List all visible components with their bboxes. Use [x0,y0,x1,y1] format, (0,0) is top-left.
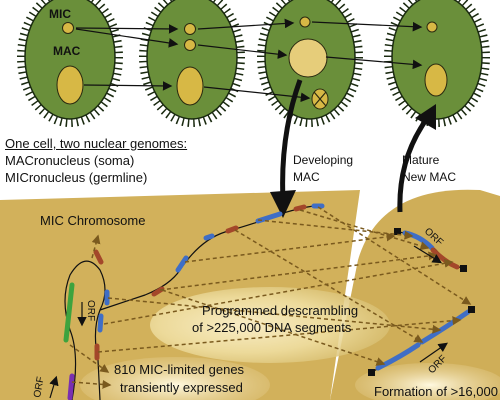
descrambling-label-2: of >225,000 DNA segments [192,320,352,335]
developing-mac-arrow [280,79,303,201]
mature-mac-label-2: New MAC [402,170,457,184]
formation-label: Formation of >16,000 [374,384,498,399]
cell-transition-arrows [75,18,423,103]
svg-text:ORF: ORF [32,376,46,399]
developing-mac-label-2: MAC [293,170,320,184]
genes-glow [80,357,270,400]
info-line-mac: MACronucleus (soma) [5,153,135,168]
cell-2 [139,0,245,127]
mic-nucleus [62,22,74,34]
info-heading: One cell, two nuclear genomes: [5,136,188,151]
mac-label: MAC [53,44,81,58]
cell-1 [17,0,123,127]
formation-glow [355,363,500,400]
chromosome-segments [63,203,325,400]
orf-arrows [49,245,448,399]
mic-chromosome-line [64,205,321,400]
svg-text:ORF: ORF [85,300,96,321]
cell-4 [384,0,490,127]
developing-mac-label-1: Developing [293,153,354,167]
mature-mac-arrow [397,118,429,213]
mic-chromosome-label: MIC Chromosome [40,213,146,228]
descrambling-arrows [69,206,472,389]
info-line-mic: MICronucleus (germline) [5,170,148,185]
genes-label-1: 810 MIC-limited genes [114,362,245,377]
genes-label-2: transiently expressed [120,380,243,395]
mic-label: MIC [49,7,71,21]
cell-3 [257,0,363,127]
developing-mac-nucleus [288,38,328,78]
mac-nucleus [56,65,84,105]
new-mac-nucleus [424,63,448,97]
mature-mac-label-1: Mature [402,153,440,167]
descrambling-label-1: Programmed descrambling [202,303,359,318]
